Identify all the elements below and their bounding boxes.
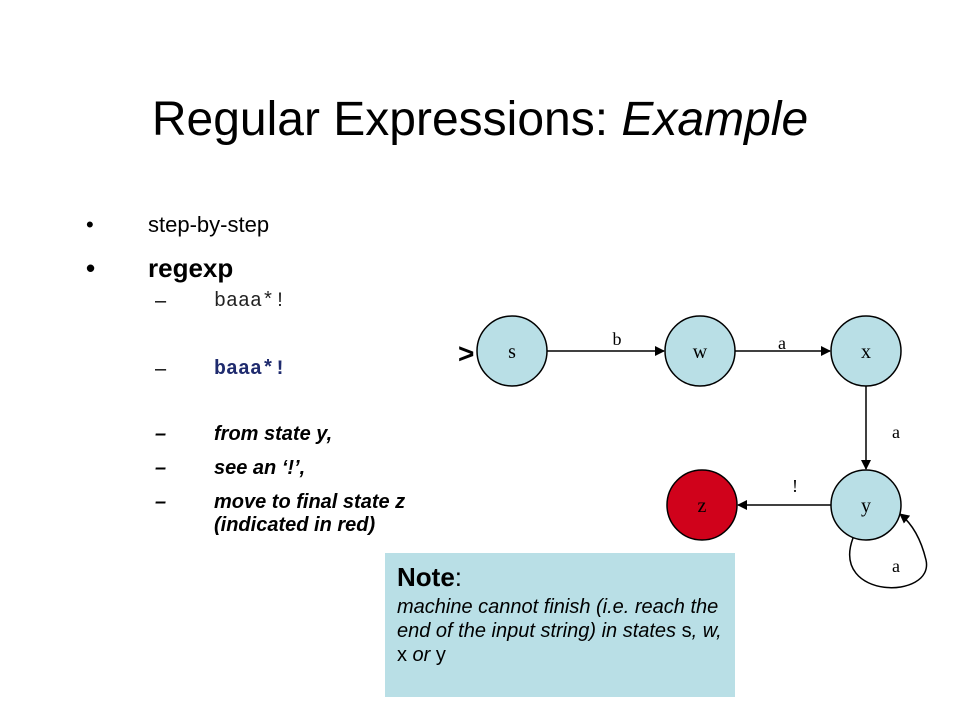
state-label-s: s	[508, 341, 516, 363]
note-state-w: w	[702, 620, 717, 642]
note-state-y: y	[435, 644, 446, 666]
state-label-y: y	[861, 495, 871, 517]
note-text-part: or	[407, 644, 436, 666]
transition-label-y-y: a	[892, 556, 900, 576]
title-main: Regular Expressions:	[151, 93, 622, 146]
state-label-x: x	[861, 341, 871, 363]
state-node-x	[830, 315, 902, 387]
subbullet-text: move to final state z (indicated in red)	[214, 491, 405, 537]
subbullet-line-2: (indicated in red)	[214, 514, 376, 536]
subbullet-text: from state y,	[214, 423, 333, 445]
transition-label-x-y: a	[892, 422, 900, 442]
transition-label-s-w: b	[613, 329, 622, 349]
bullet-text: step-by-step	[148, 212, 270, 237]
note-text-part: machine cannot finish (i.e. reach the en…	[397, 596, 719, 642]
state-node-s	[476, 315, 548, 387]
start-state-marker: >	[458, 338, 475, 369]
subbullet-marker: –	[155, 290, 167, 312]
note-body: machine cannot finish (i.e. reach the en…	[397, 595, 723, 667]
subbullet-line-1: move to final state z	[214, 491, 406, 513]
note-state-x: x	[397, 644, 407, 666]
slide-title: Regular Expressions: Example	[0, 92, 960, 148]
bullet-marker: •	[86, 253, 96, 283]
subbullet-text: see an ‘!’,	[214, 457, 306, 479]
transition-arrow-y-y	[849, 513, 928, 589]
note-heading-colon: :	[454, 562, 463, 592]
transitions-layer: b a a! a	[547, 329, 928, 589]
note-text-part: ,	[691, 620, 703, 642]
transition-label-y-z: !	[792, 476, 798, 496]
subbullet-text: baaa*!	[214, 358, 287, 381]
bullet-text: regexp	[148, 253, 234, 283]
state-node-w	[664, 315, 736, 387]
subbullet-marker: –	[155, 491, 167, 513]
state-node-y	[830, 469, 902, 541]
subbullet-marker: –	[155, 457, 167, 479]
note-heading: Note:	[397, 562, 723, 592]
bullet-marker: •	[86, 212, 94, 237]
note-box: Note: machine cannot finish (i.e. reach …	[385, 553, 735, 697]
subbullet-text: baaa*!	[214, 290, 287, 313]
state-label-w: w	[693, 341, 708, 363]
state-label-z: z	[698, 495, 707, 517]
transition-label-w-x: a	[778, 333, 786, 353]
title-italic: Example	[621, 93, 809, 146]
states-layer: s w x y z	[476, 315, 902, 541]
state-node-z	[666, 469, 738, 541]
subbullet-marker: –	[155, 358, 167, 380]
note-state-s: s	[681, 620, 692, 642]
note-text-part: ,	[716, 620, 722, 642]
note-heading-word: Note	[397, 562, 455, 592]
subbullet-marker: –	[155, 423, 167, 445]
